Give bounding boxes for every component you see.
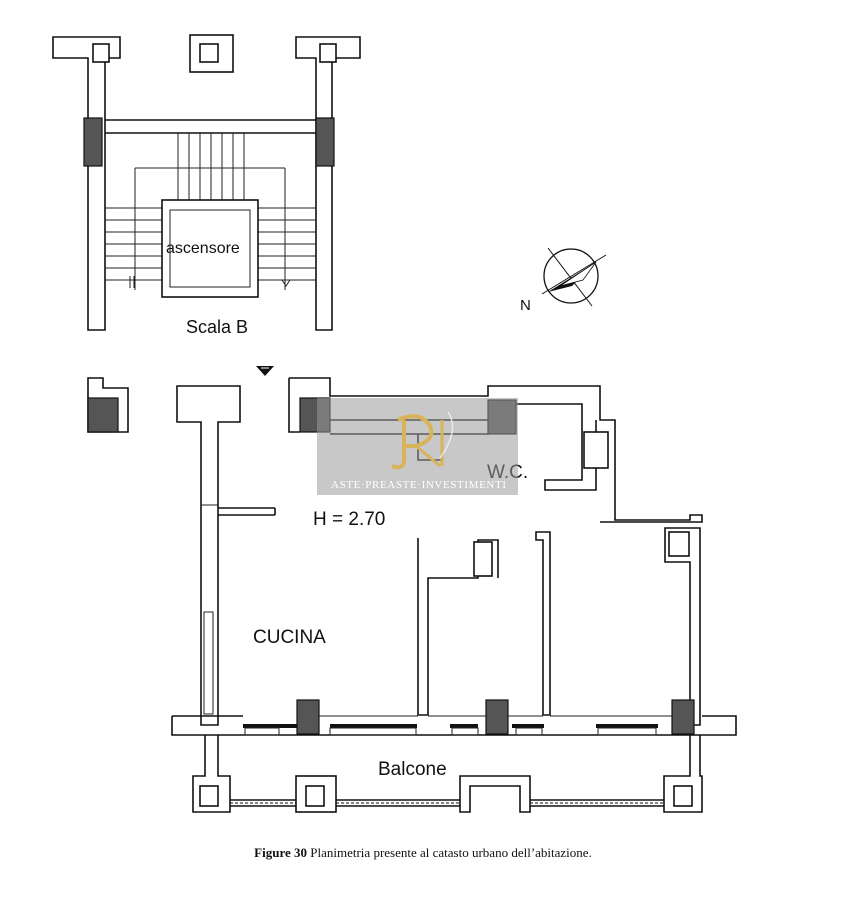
north-label: N [520, 297, 531, 314]
elevator-label: ascensore [166, 240, 240, 257]
pillar [315, 117, 335, 167]
figure-caption: Figure 30 Planimetria presente al catast… [0, 845, 846, 861]
pillar [671, 699, 695, 735]
pillar [87, 397, 119, 433]
stair-label: Scala B [186, 317, 248, 337]
watermark: ASTE·PREASTE·INVESTIMENTI [317, 398, 518, 495]
caption-text: Planimetria presente al catasto urbano d… [307, 845, 592, 860]
pillar [83, 117, 103, 167]
kitchen-label: CUCINA [253, 627, 326, 648]
apartment-plan: W.C. H = 2.70 CUCINA Balcone [87, 377, 737, 813]
height-label: H = 2.70 [313, 509, 385, 530]
watermark-logo [391, 411, 454, 470]
pillar [485, 699, 509, 735]
pillar [296, 699, 320, 735]
balcony [192, 735, 703, 813]
balcony-label: Balcone [378, 759, 447, 780]
north-arrow-icon: N [520, 247, 607, 314]
figure-number: Figure 30 [254, 845, 308, 860]
watermark-text: ASTE·PREASTE·INVESTIMENTI [331, 479, 506, 491]
elevator-shaft [161, 199, 259, 298]
windows [243, 724, 658, 736]
stairwell: ascensore Scala B [52, 34, 361, 337]
entrance-arrow-icon [256, 366, 274, 376]
